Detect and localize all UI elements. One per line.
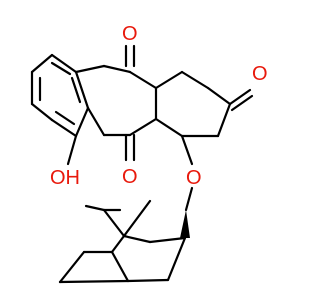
ether-oxygen: O [186, 167, 202, 189]
ether-bond-upper [180, 134, 194, 166]
aromatic-ring [30, 53, 90, 138]
ether-bond-lower [184, 186, 194, 212]
central-ring [74, 64, 158, 137]
hydroxyl-bond [66, 134, 78, 166]
right-ring [154, 70, 232, 138]
bicyclic-fragment [58, 199, 190, 284]
ketone-oxygen-right: O [252, 63, 268, 85]
molecule-structure-diagram: O O O O OH [30, 23, 268, 284]
ketone-oxygen-middle: O [122, 166, 138, 188]
hydroxyl-label: OH [50, 167, 80, 189]
stereo-wedge [180, 210, 190, 238]
carbonyl-bonds [124, 44, 254, 162]
ketone-oxygen-top: O [122, 23, 138, 45]
